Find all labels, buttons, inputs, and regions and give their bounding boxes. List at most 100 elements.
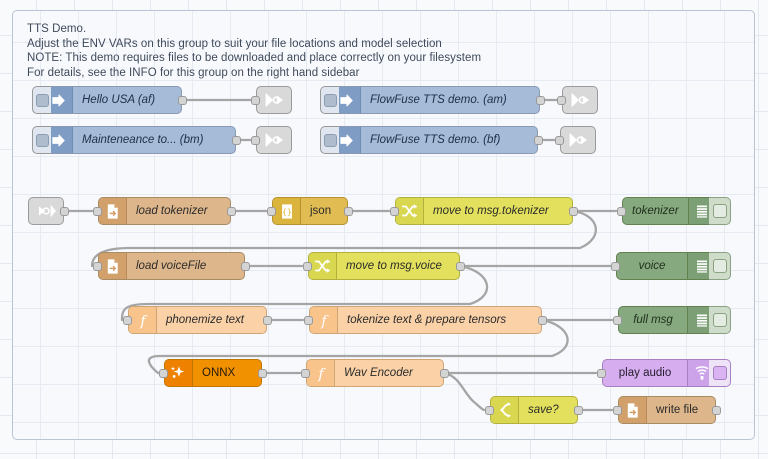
file-in-icon — [99, 253, 127, 279]
inject-trigger-button[interactable] — [320, 86, 339, 114]
node-label: load voiceFile — [136, 260, 207, 272]
inject-node-flowfuse-bf[interactable]: FlowFuse TTS demo. (bf) — [320, 126, 543, 154]
input-port[interactable] — [93, 207, 102, 216]
output-port[interactable] — [241, 262, 250, 271]
debug-node-full-msg[interactable]: full msg — [613, 306, 731, 334]
switch-branch-icon — [491, 397, 519, 423]
input-port[interactable] — [557, 96, 566, 105]
file-in-node-load-tokenizer[interactable]: load tokenizer — [93, 197, 236, 225]
debug-enable-toggle[interactable] — [709, 252, 731, 280]
inject-trigger-button[interactable] — [32, 86, 51, 114]
node-label: ONNX — [202, 367, 236, 379]
node-label: tokenizer — [632, 205, 679, 217]
input-port[interactable] — [555, 136, 564, 145]
input-port[interactable] — [251, 96, 260, 105]
function-f-icon: f — [307, 360, 335, 386]
node-label: load tokenizer — [136, 205, 208, 217]
debug-node-tokenizer[interactable]: tokenizer — [617, 197, 731, 225]
node-label: Wav Encoder — [344, 367, 413, 379]
input-port[interactable] — [267, 207, 276, 216]
node-label: move to msg.voice — [346, 260, 442, 272]
output-port[interactable] — [178, 96, 187, 105]
svg-text:f: f — [320, 313, 329, 328]
change-node-move-to-msg-tokenizer[interactable]: move to msg.tokenizer — [390, 197, 578, 225]
debug-node-voice[interactable]: voice — [611, 252, 731, 280]
input-port[interactable] — [611, 262, 620, 271]
input-port[interactable] — [617, 207, 626, 216]
file-out-node-write-file[interactable]: write file — [613, 396, 721, 424]
output-port[interactable] — [258, 369, 267, 378]
output-port[interactable] — [712, 406, 721, 415]
output-port[interactable] — [440, 369, 449, 378]
output-port[interactable] — [534, 136, 543, 145]
output-port[interactable] — [456, 262, 465, 271]
onnx-node[interactable]: ONNX — [159, 359, 267, 387]
input-port[interactable] — [485, 406, 494, 415]
function-node-tokenize-prepare-tensors[interactable]: f tokenize text & prepare tensors — [304, 306, 547, 334]
link-out-icon — [257, 127, 293, 153]
shuffle-icon — [309, 253, 337, 279]
link-out-icon — [561, 127, 597, 153]
output-port[interactable] — [538, 316, 547, 325]
svg-text:f: f — [317, 366, 326, 381]
output-port[interactable] — [344, 207, 353, 216]
function-node-wav-encoder[interactable]: f Wav Encoder — [301, 359, 449, 387]
output-port[interactable] — [232, 136, 241, 145]
node-label: voice — [638, 260, 666, 272]
inject-node-hello-usa[interactable]: Hello USA (af) — [32, 86, 187, 114]
inject-node-flowfuse-am[interactable]: FlowFuse TTS demo. (am) — [320, 86, 545, 114]
node-label: move to msg.tokenizer — [433, 205, 549, 217]
input-port[interactable] — [613, 406, 622, 415]
output-port[interactable] — [536, 96, 545, 105]
input-port[interactable] — [303, 262, 312, 271]
change-node-move-to-msg-voice[interactable]: move to msg.voice — [303, 252, 465, 280]
input-port[interactable] — [613, 316, 622, 325]
output-port[interactable] — [574, 406, 583, 415]
input-port[interactable] — [123, 316, 132, 325]
output-port[interactable] — [263, 316, 272, 325]
file-in-icon — [99, 198, 127, 224]
function-node-phonemize-text[interactable]: f phonemize text — [123, 306, 272, 334]
link-out-icon — [563, 87, 599, 113]
svg-text:f: f — [139, 313, 148, 328]
inject-trigger-button[interactable] — [320, 126, 339, 154]
file-out-icon — [619, 397, 647, 423]
function-f-icon: f — [310, 307, 338, 333]
input-port[interactable] — [93, 262, 102, 271]
node-label: tokenize text & prepare tensors — [347, 314, 507, 326]
debug-enable-toggle[interactable] — [709, 306, 731, 334]
link-out-node-4[interactable] — [555, 126, 597, 154]
file-in-node-load-voicefile[interactable]: load voiceFile — [93, 252, 250, 280]
inject-node-label: Hello USA (af) — [82, 94, 156, 106]
input-port[interactable] — [390, 207, 399, 216]
debug-enable-toggle[interactable] — [709, 197, 731, 225]
node-label: full msg — [633, 314, 673, 326]
inject-trigger-button[interactable] — [32, 126, 51, 154]
switch-node-save[interactable]: save? — [485, 396, 583, 424]
json-node[interactable]: {} json — [267, 197, 353, 225]
audio-out-node-play-audio[interactable]: play audio — [597, 359, 731, 387]
input-port[interactable] — [304, 316, 313, 325]
node-label: write file — [656, 404, 699, 416]
group-comment-text: TTS Demo. Adjust the ENV VARs on this gr… — [27, 23, 482, 79]
sparkle-icon — [165, 360, 193, 386]
link-in-node-1[interactable] — [28, 197, 69, 225]
input-port[interactable] — [301, 369, 310, 378]
link-out-icon — [257, 87, 293, 113]
function-f-icon: f — [129, 307, 157, 333]
output-port[interactable] — [60, 207, 69, 216]
output-port[interactable] — [569, 207, 578, 216]
link-out-node-1[interactable] — [251, 86, 293, 114]
svg-text:{}: {} — [282, 207, 292, 216]
link-out-node-2[interactable] — [251, 126, 293, 154]
output-port[interactable] — [227, 207, 236, 216]
inject-node-maintenance[interactable]: Mainteneance to... (bm) — [32, 126, 241, 154]
audio-enable-toggle[interactable] — [709, 359, 731, 387]
input-port[interactable] — [251, 136, 260, 145]
node-label: json — [310, 205, 332, 217]
input-port[interactable] — [159, 369, 168, 378]
link-out-node-3[interactable] — [557, 86, 599, 114]
node-label: phonemize text — [166, 314, 244, 326]
input-port[interactable] — [597, 369, 606, 378]
